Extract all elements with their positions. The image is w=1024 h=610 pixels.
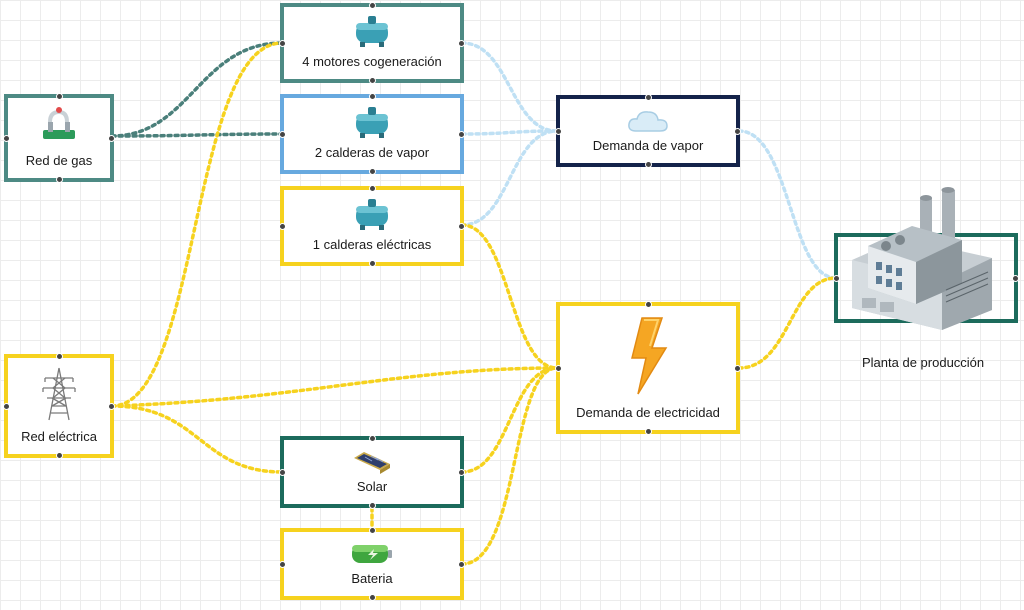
- node-red-electrica[interactable]: Red eléctrica: [3, 353, 115, 459]
- connection-handle[interactable]: [734, 128, 741, 135]
- connection-handle[interactable]: [3, 135, 10, 142]
- connection-handle[interactable]: [369, 502, 376, 509]
- edge-red-motores: [110, 41, 284, 408]
- edge-electricas-vapor: [460, 129, 559, 227]
- node-label: 4 motores cogeneración: [302, 54, 442, 69]
- edge-demanda-planta: [737, 276, 838, 370]
- factory-icon: [842, 180, 1012, 345]
- connection-handle[interactable]: [279, 561, 286, 568]
- connection-handle[interactable]: [555, 128, 562, 135]
- connection-handle[interactable]: [56, 93, 63, 100]
- connection-handle[interactable]: [279, 40, 286, 47]
- cloud-icon: [626, 107, 670, 140]
- edge-gas-calderas: [110, 132, 284, 138]
- node-calderas-electricas[interactable]: 1 calderas eléctricas: [279, 185, 465, 267]
- gas-valve-icon: [39, 106, 79, 147]
- edge-vapor-planta: [737, 129, 838, 280]
- connection-handle[interactable]: [369, 168, 376, 175]
- node-label: Demanda de electricidad: [576, 405, 720, 420]
- connection-handle[interactable]: [369, 594, 376, 601]
- node-bateria[interactable]: Bateria: [279, 527, 465, 601]
- node-label: Red de gas: [25, 153, 93, 168]
- edge-bateria-demanda: [460, 366, 559, 566]
- node-demanda-electricidad[interactable]: Demanda de electricidad: [555, 301, 741, 435]
- connection-handle[interactable]: [458, 40, 465, 47]
- connection-handle[interactable]: [279, 223, 286, 230]
- node-motores-cogeneracion[interactable]: 4 motores cogeneración: [279, 2, 465, 84]
- solar-panel-icon: [350, 448, 394, 481]
- edge-electricas-demanda: [460, 223, 559, 370]
- connection-handle[interactable]: [645, 161, 652, 168]
- connection-handle[interactable]: [369, 185, 376, 192]
- edge-motores-vapor: [460, 41, 559, 133]
- connection-handle[interactable]: [369, 260, 376, 267]
- connection-handle[interactable]: [369, 77, 376, 84]
- connection-handle[interactable]: [833, 275, 840, 282]
- connection-handle[interactable]: [369, 93, 376, 100]
- boiler-tank-icon: [352, 13, 392, 54]
- connection-handle[interactable]: [458, 223, 465, 230]
- connection-handle[interactable]: [645, 94, 652, 101]
- connection-handle[interactable]: [555, 365, 562, 372]
- node-label: Solar: [356, 479, 388, 494]
- connection-handle[interactable]: [369, 435, 376, 442]
- node-label: Red eléctrica: [21, 429, 97, 444]
- node-label: Bateria: [351, 571, 393, 586]
- connection-handle[interactable]: [108, 135, 115, 142]
- connection-handle[interactable]: [279, 469, 286, 476]
- node-label: 1 calderas eléctricas: [312, 237, 432, 252]
- node-solar[interactable]: Solar: [279, 435, 465, 509]
- connection-handle[interactable]: [645, 428, 652, 435]
- node-label: Demanda de vapor: [592, 138, 704, 153]
- node-demanda-vapor[interactable]: Demanda de vapor: [555, 94, 741, 168]
- connection-handle[interactable]: [458, 561, 465, 568]
- boiler-tank-icon: [352, 104, 392, 145]
- node-red-de-gas[interactable]: Red de gas: [3, 93, 115, 183]
- connection-handle[interactable]: [458, 469, 465, 476]
- connection-handle[interactable]: [734, 365, 741, 372]
- node-label: 2 calderas de vapor: [314, 145, 430, 160]
- battery-icon: [350, 542, 394, 571]
- connection-handle[interactable]: [56, 176, 63, 183]
- connection-handle[interactable]: [3, 403, 10, 410]
- power-tower-icon: [39, 366, 79, 427]
- connection-handle[interactable]: [645, 301, 652, 308]
- connection-handle[interactable]: [1012, 275, 1019, 282]
- connection-handle[interactable]: [369, 2, 376, 9]
- connection-handle[interactable]: [279, 131, 286, 138]
- connection-handle[interactable]: [56, 353, 63, 360]
- edge-calderas-vapor: [460, 129, 559, 136]
- edge-solar-demanda: [460, 366, 559, 474]
- edge-red-solar: [110, 404, 284, 474]
- edge-gas-motores: [110, 41, 284, 138]
- connection-handle[interactable]: [458, 131, 465, 138]
- lightning-bolt-icon: [628, 316, 668, 401]
- node-label: Planta de producción: [862, 355, 985, 370]
- edge-red-demanda: [110, 366, 559, 408]
- connection-handle[interactable]: [369, 527, 376, 534]
- boiler-tank-icon: [352, 196, 392, 237]
- node-calderas-vapor[interactable]: 2 calderas de vapor: [279, 93, 465, 175]
- connection-handle[interactable]: [56, 452, 63, 459]
- connection-handle[interactable]: [108, 403, 115, 410]
